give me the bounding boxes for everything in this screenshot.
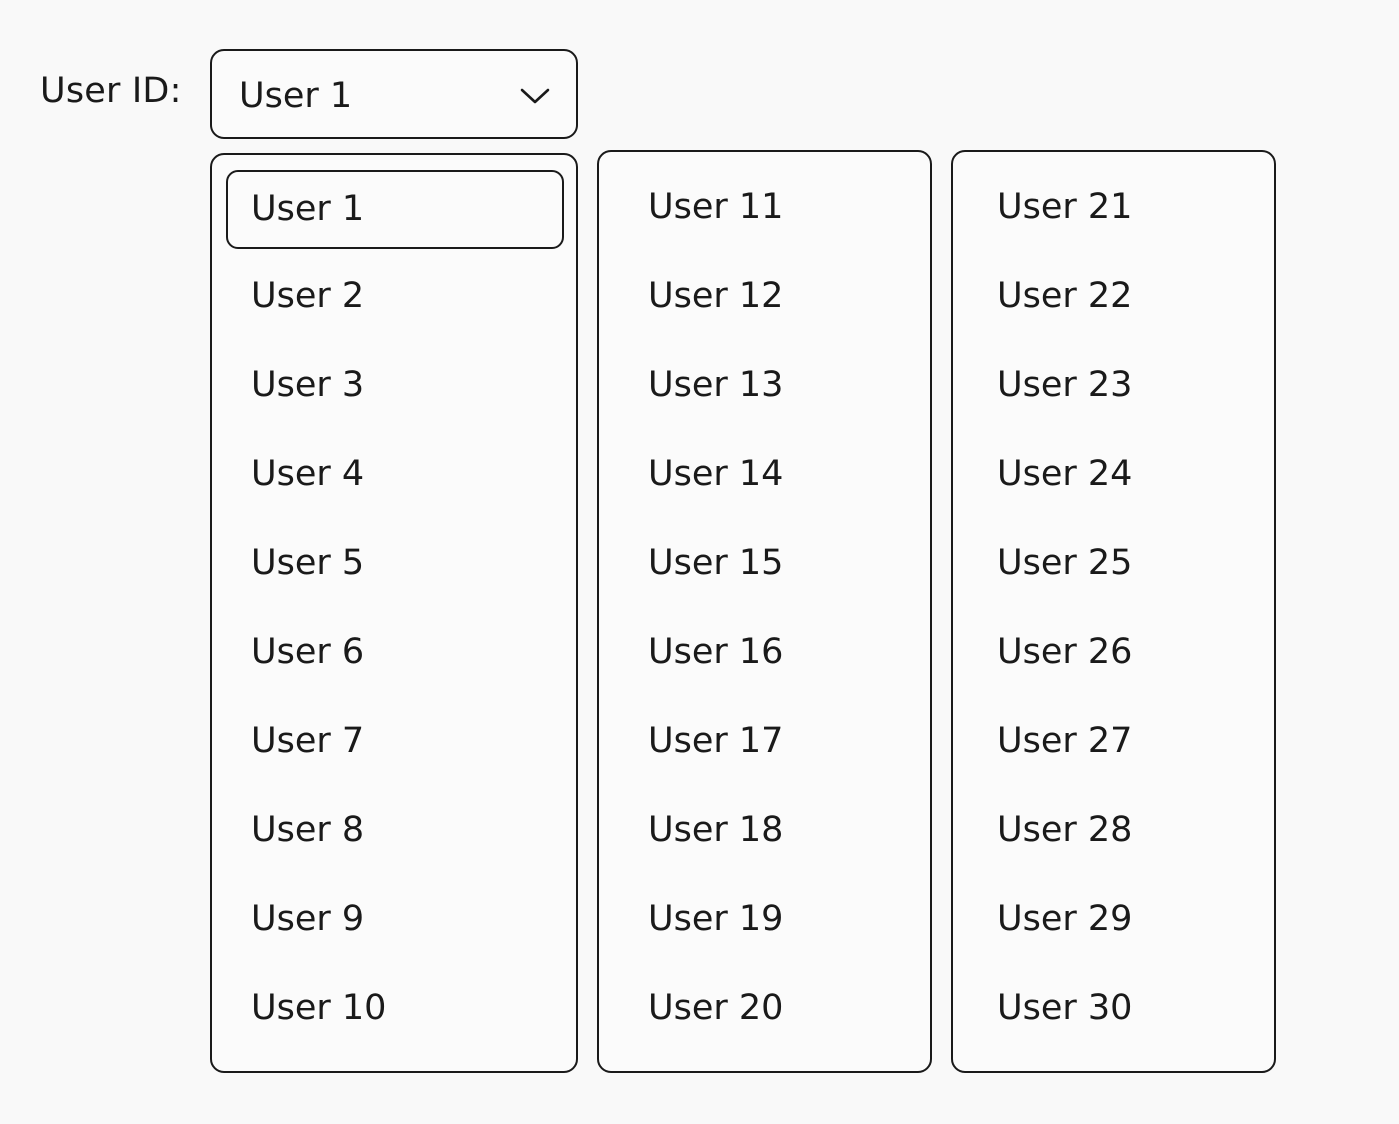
dropdown-options-column-1: User 1 User 2 User 3 User 4 User 5 User 6 User…	[210, 153, 578, 1073]
dropdown-option[interactable]: User 28	[997, 810, 1133, 850]
dropdown-option[interactable]: User 9	[251, 899, 365, 939]
dropdown-option[interactable]: User 17	[648, 721, 784, 761]
dropdown-option[interactable]: User 18	[648, 810, 784, 850]
dropdown-option[interactable]: User 23	[997, 365, 1133, 405]
dropdown-option[interactable]: User 19	[648, 899, 784, 939]
dropdown-option[interactable]: User 6	[251, 632, 365, 672]
dropdown-option[interactable]: User 22	[997, 276, 1133, 316]
dropdown-option[interactable]: User 24	[997, 454, 1133, 494]
dropdown-option[interactable]: User 5	[251, 543, 365, 583]
chevron-down-icon[interactable]	[518, 81, 552, 111]
dropdown-option[interactable]: User 11	[648, 187, 784, 227]
dropdown-options-column-3: User 21 User 22 User 23 User 24 User 25 User …	[951, 150, 1276, 1073]
dropdown-option[interactable]: User 30	[997, 988, 1133, 1028]
dropdown-option[interactable]: User 27	[997, 721, 1133, 761]
dropdown-option[interactable]: User 2	[251, 276, 365, 316]
dropdown-option[interactable]: User 21	[997, 187, 1133, 227]
dropdown-option[interactable]: User 15	[648, 543, 784, 583]
dropdown-option[interactable]: User 4	[251, 454, 365, 494]
user-id-label: User ID:	[40, 71, 182, 111]
dropdown-option[interactable]: User 10	[251, 988, 387, 1028]
dropdown-option[interactable]: User 20	[648, 988, 784, 1028]
dropdown-option[interactable]: User 25	[997, 543, 1133, 583]
dropdown-option[interactable]: User 8	[251, 810, 365, 850]
user-id-select-value: User 1	[239, 76, 353, 116]
dropdown-option[interactable]: User 7	[251, 721, 365, 761]
dropdown-option[interactable]: User 12	[648, 276, 784, 316]
dropdown-option-selected[interactable]: User 1	[226, 170, 564, 249]
dropdown-options-column-2: User 11 User 12 User 13 User 14 User 15 User …	[597, 150, 932, 1073]
dropdown-option[interactable]: User 26	[997, 632, 1133, 672]
dropdown-option[interactable]: User 3	[251, 365, 365, 405]
dropdown-option[interactable]: User 14	[648, 454, 784, 494]
user-id-select[interactable]: User 1	[210, 49, 578, 139]
dropdown-option[interactable]: User 29	[997, 899, 1133, 939]
dropdown-option[interactable]: User 16	[648, 632, 784, 672]
dropdown-option[interactable]: User 13	[648, 365, 784, 405]
